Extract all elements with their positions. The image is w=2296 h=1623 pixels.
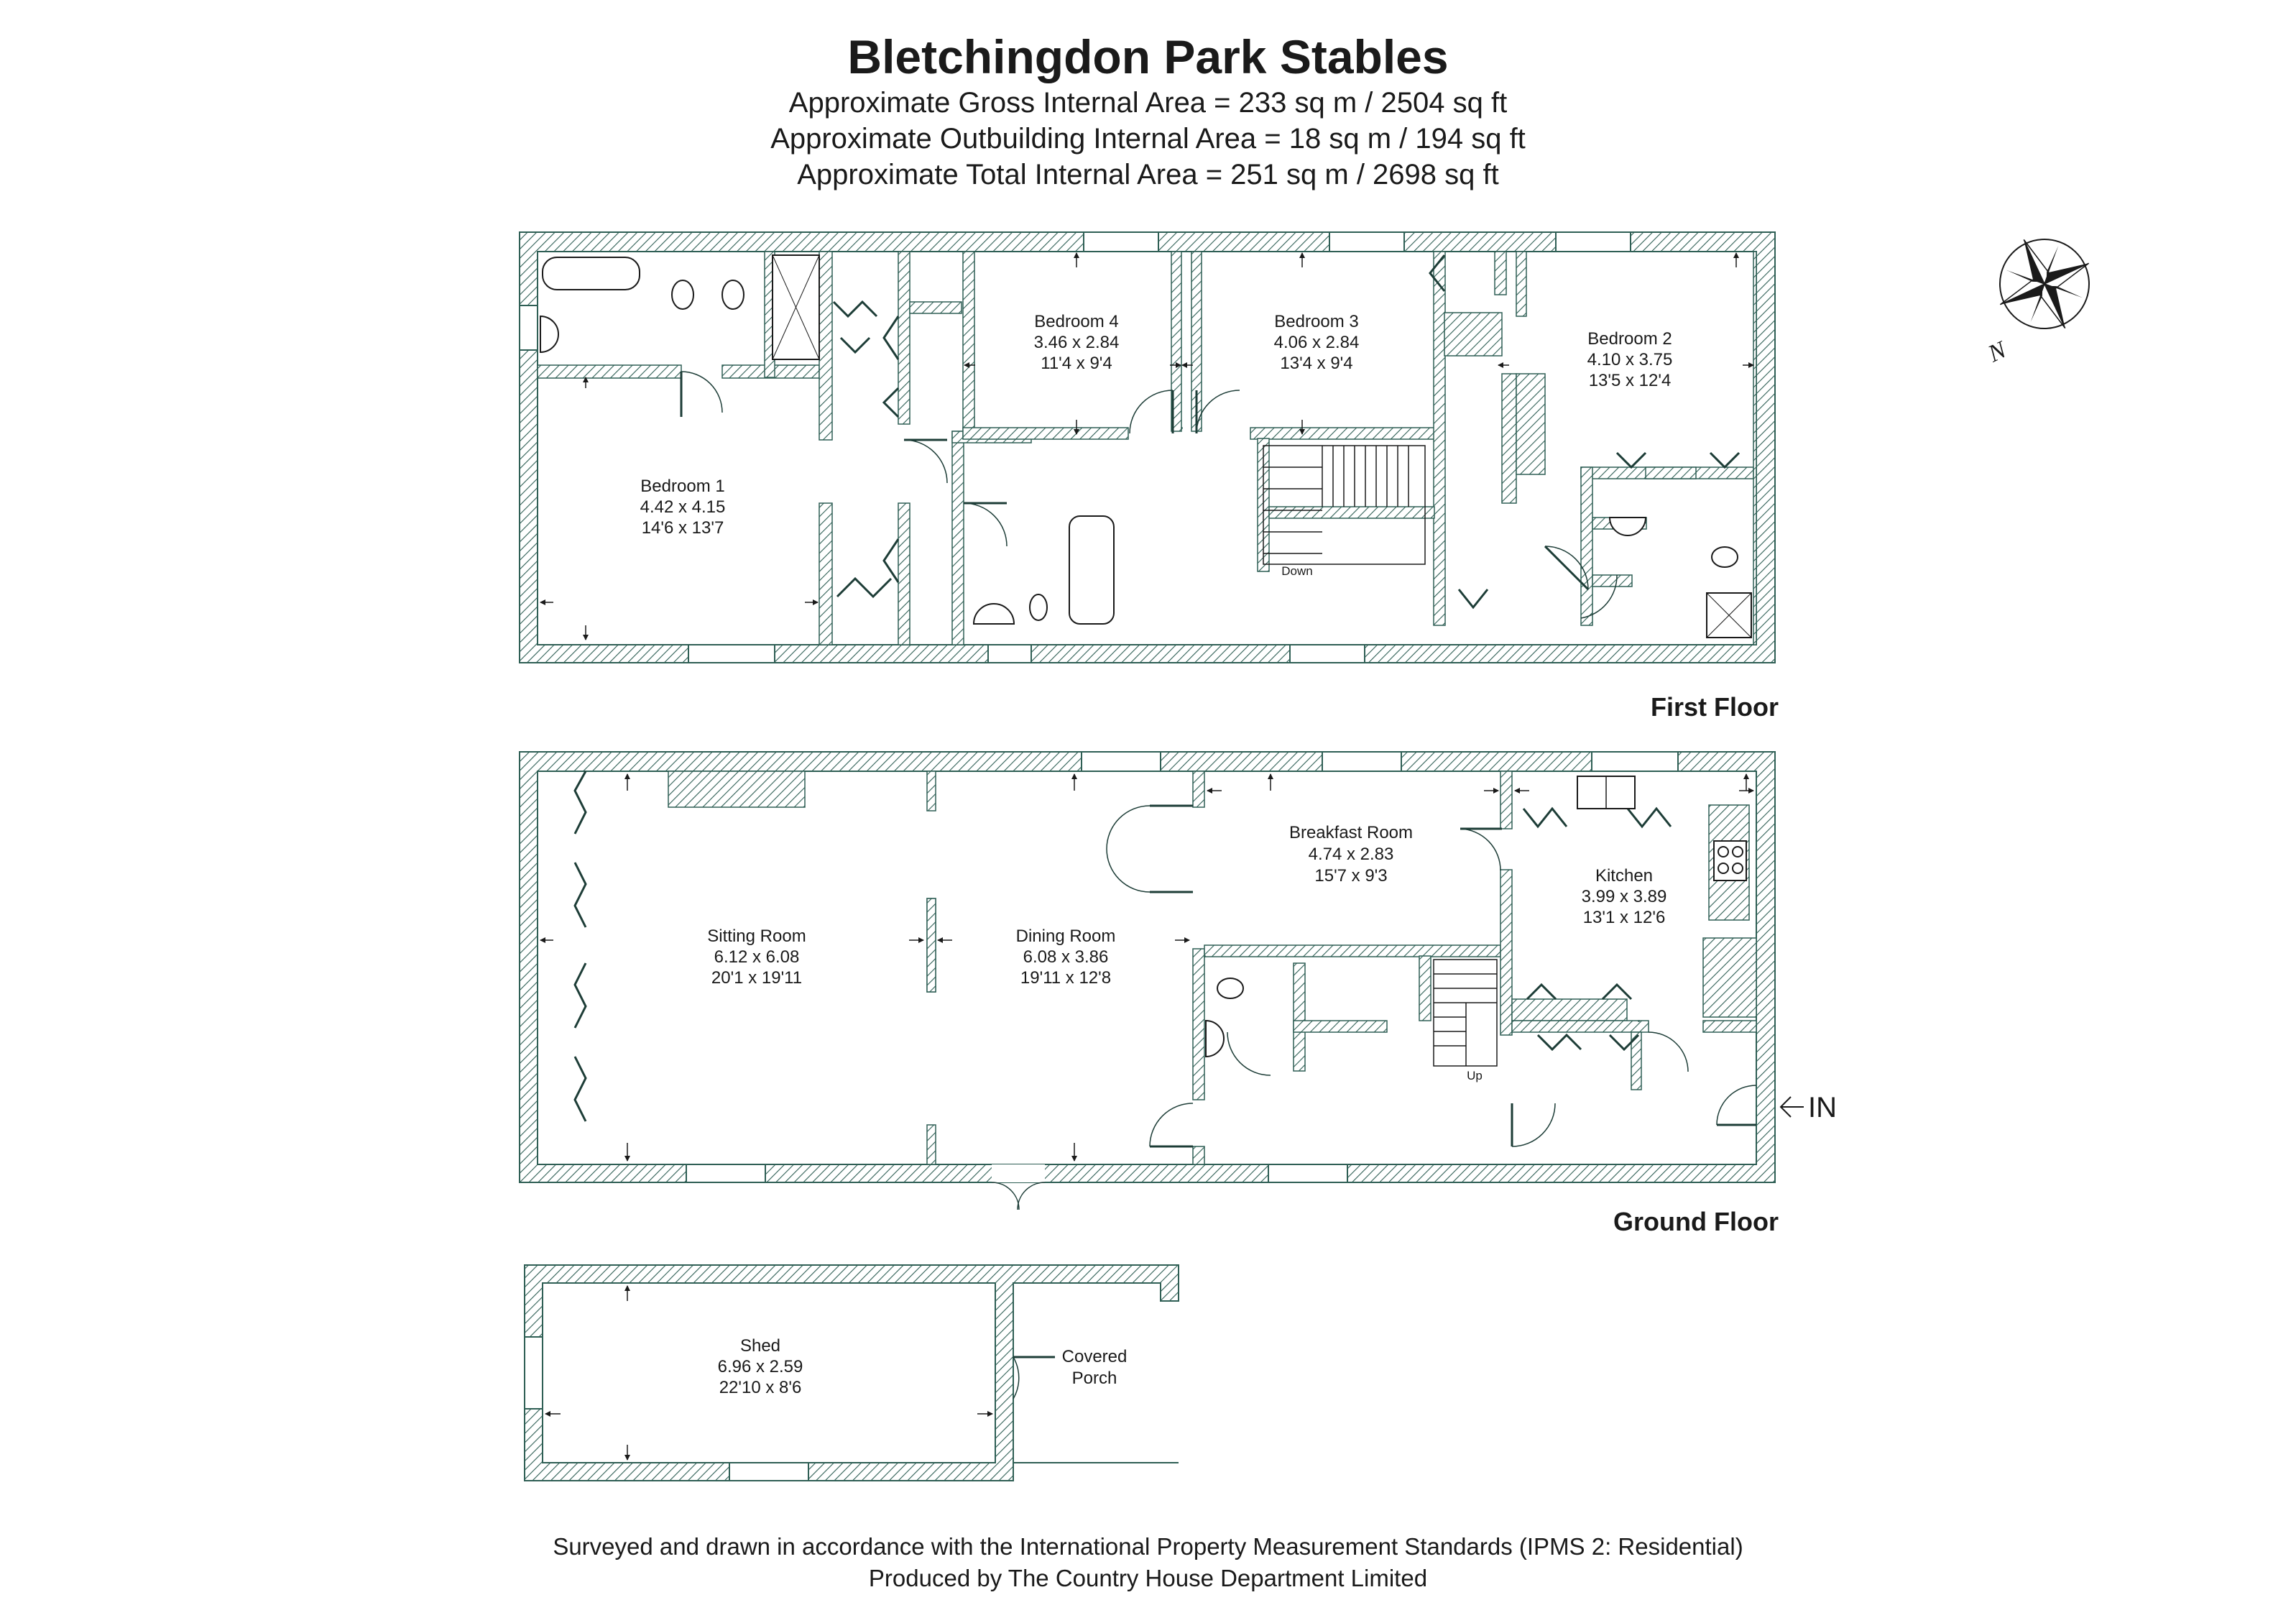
breakfast-room-metric: 4.74 x 2.83: [1309, 845, 1394, 864]
dining-room-imperial: 19'11 x 12'8: [1020, 968, 1111, 988]
first-floor-dimension-arrows: [540, 252, 1754, 640]
bedroom4-name: Bedroom 4: [1034, 312, 1118, 331]
first-floor-doors: [680, 254, 1741, 619]
outbuilding-area-line: Approximate Outbuilding Internal Area = …: [770, 123, 1526, 155]
ground-floor-plan: IN Breakfast Room 4.74 x 2.83 15'7 x 9'3…: [519, 751, 1837, 1236]
footer-producer-note: Produced by The Country House Department…: [868, 1565, 1428, 1591]
ground-floor-fixtures: [1205, 776, 1747, 1058]
ground-floor-outer-wall: [519, 751, 1776, 1183]
shed-door: [1013, 1356, 1055, 1399]
shed-imperial: 22'10 x 8'6: [719, 1378, 802, 1397]
first-floor-fixtures: [540, 254, 1752, 638]
bedroom4-imperial: 11'4 x 9'4: [1041, 354, 1112, 373]
compass-north-label: N: [1983, 336, 2011, 368]
ground-floor-stair-label: Up: [1467, 1069, 1483, 1082]
kitchen-imperial: 13'1 x 12'6: [1583, 908, 1666, 927]
plan-footer: Surveyed and drawn in accordance with th…: [0, 1531, 2296, 1594]
sitting-room-imperial: 20'1 x 19'11: [711, 968, 802, 988]
total-area-line: Approximate Total Internal Area = 251 sq…: [797, 159, 1499, 190]
entrance-arrow-icon: [1779, 1096, 1804, 1118]
first-floor-staircase: [1263, 445, 1426, 565]
dining-room-name: Dining Room: [1016, 927, 1116, 946]
property-title: Bletchingdon Park Stables: [847, 30, 1449, 83]
bedroom1-name: Bedroom 1: [640, 477, 724, 496]
bedroom2-imperial: 13'5 x 12'4: [1589, 371, 1672, 390]
ground-floor-doors: [573, 771, 1757, 1210]
first-floor-internal-walls: [537, 251, 1757, 645]
north-compass-icon: [1999, 239, 2090, 329]
outbuilding-plan: Shed 6.96 x 2.59 22'10 x 8'6 Covered Por…: [524, 1264, 1179, 1481]
ground-floor-dimension-arrows: [540, 773, 1754, 1162]
bedroom2-metric: 4.10 x 3.75: [1587, 350, 1673, 369]
ground-floor-staircase: [1433, 959, 1498, 1067]
dining-room-metric: 6.08 x 3.86: [1023, 947, 1109, 967]
first-floor-stair-label: Down: [1281, 564, 1312, 578]
breakfast-room-imperial: 15'7 x 9'3: [1314, 866, 1387, 886]
sitting-room-name: Sitting Room: [707, 927, 806, 946]
breakfast-room-name: Breakfast Room: [1289, 823, 1413, 842]
bedroom2-name: Bedroom 2: [1587, 329, 1672, 349]
plan-header: Bletchingdon Park Stables Approximate Gr…: [0, 29, 2296, 193]
bedroom3-metric: 4.06 x 2.84: [1274, 333, 1360, 352]
bedroom3-name: Bedroom 3: [1274, 312, 1358, 331]
gross-area-line: Approximate Gross Internal Area = 233 sq…: [788, 87, 1508, 119]
bedroom3-imperial: 13'4 x 9'4: [1280, 354, 1352, 373]
porch-label-line1: Covered: [1062, 1347, 1128, 1366]
porch-label-line2: Porch: [1072, 1369, 1117, 1388]
ground-floor-windows: [686, 751, 1679, 1183]
first-floor-windows: [519, 231, 1631, 663]
footer-standards-note: Surveyed and drawn in accordance with th…: [553, 1533, 1743, 1560]
sitting-room-metric: 6.12 x 6.08: [714, 947, 800, 967]
first-floor-label: First Floor: [1651, 692, 1779, 722]
kitchen-name: Kitchen: [1595, 866, 1653, 886]
shed-dimension-arrows: [545, 1285, 993, 1461]
ground-floor-label: Ground Floor: [1613, 1207, 1779, 1236]
shed-metric: 6.96 x 2.59: [718, 1357, 803, 1376]
first-floor-plan: Bedroom 4 3.46 x 2.84 11'4 x 9'4 Bedroom…: [519, 231, 1779, 722]
bedroom1-metric: 4.42 x 4.15: [640, 497, 726, 517]
kitchen-metric: 3.99 x 3.89: [1582, 887, 1667, 906]
bedroom1-imperial: 14'6 x 13'7: [642, 518, 724, 538]
fireplace-markers: [926, 898, 936, 993]
shed-windows: [524, 1336, 809, 1481]
bedroom4-metric: 3.46 x 2.84: [1034, 333, 1120, 352]
ground-floor-internal-walls: [668, 771, 1757, 1165]
shed-name: Shed: [740, 1336, 780, 1356]
entrance-label: IN: [1808, 1092, 1837, 1123]
